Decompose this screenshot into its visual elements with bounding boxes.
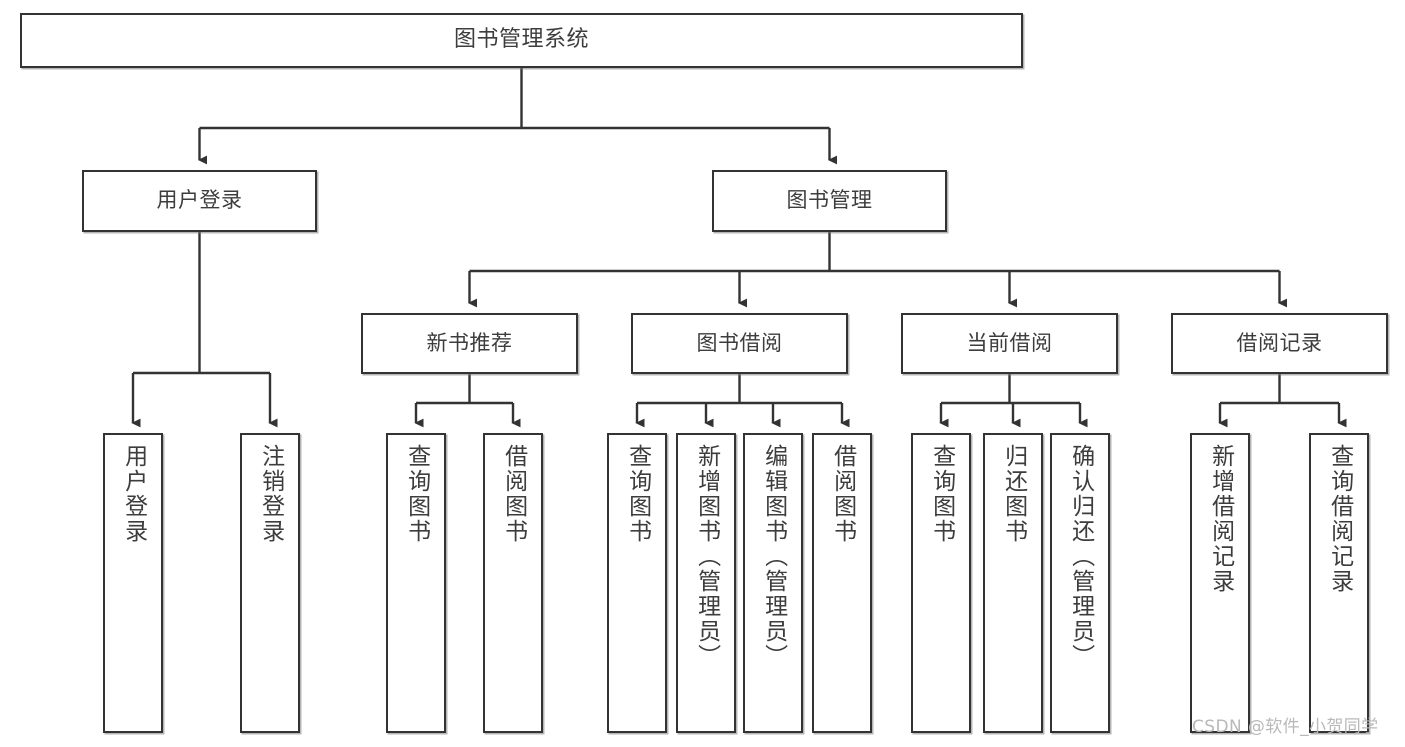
node-leaf-edit-book-admin[interactable]: 编辑图书（管理员） bbox=[743, 433, 803, 733]
node-leaf-return-book-label: 归还图书 bbox=[1000, 444, 1027, 544]
node-leaf-query-book-borrow[interactable]: 查询图书 bbox=[607, 433, 667, 733]
node-leaf-add-book-admin[interactable]: 新增图书（管理员） bbox=[676, 433, 736, 733]
node-leaf-query-book-recommend[interactable]: 查询图书 bbox=[386, 433, 446, 733]
node-book-borrow[interactable]: 图书借阅 bbox=[631, 313, 848, 374]
node-leaf-add-borrow-record-label: 新增借阅记录 bbox=[1207, 444, 1234, 594]
node-leaf-query-borrow-record[interactable]: 查询借阅记录 bbox=[1309, 433, 1369, 733]
node-leaf-borrow-book-label: 借阅图书 bbox=[829, 444, 856, 544]
node-leaf-borrow-book[interactable]: 借阅图书 bbox=[812, 433, 872, 733]
node-book-management[interactable]: 图书管理 bbox=[712, 170, 947, 232]
node-leaf-confirm-return-admin[interactable]: 确认归还（管理员） bbox=[1050, 433, 1110, 733]
node-leaf-borrow-book-recommend[interactable]: 借阅图书 bbox=[483, 433, 543, 733]
node-leaf-add-book-admin-label: 新增图书（管理员） bbox=[693, 444, 720, 669]
node-new-book-recommend[interactable]: 新书推荐 bbox=[361, 313, 578, 374]
node-leaf-borrow-book-recommend-label: 借阅图书 bbox=[500, 444, 527, 544]
node-leaf-edit-book-admin-label: 编辑图书（管理员） bbox=[760, 444, 787, 669]
node-leaf-confirm-return-admin-label: 确认归还（管理员） bbox=[1067, 444, 1094, 669]
node-leaf-query-book-borrow-label: 查询图书 bbox=[624, 444, 651, 544]
watermark: CSDN @软件_小贺同学 bbox=[1192, 717, 1379, 737]
node-leaf-query-borrow-record-label: 查询借阅记录 bbox=[1326, 444, 1353, 594]
node-leaf-add-borrow-record[interactable]: 新增借阅记录 bbox=[1190, 433, 1250, 733]
node-user-login-label: 用户登录 bbox=[156, 188, 243, 213]
node-current-borrow[interactable]: 当前借阅 bbox=[901, 313, 1118, 374]
node-borrow-record[interactable]: 借阅记录 bbox=[1171, 313, 1388, 374]
node-book-management-label: 图书管理 bbox=[786, 188, 873, 213]
node-leaf-user-login[interactable]: 用户登录 bbox=[103, 433, 163, 733]
node-leaf-return-book[interactable]: 归还图书 bbox=[983, 433, 1043, 733]
node-user-login[interactable]: 用户登录 bbox=[82, 170, 317, 232]
node-leaf-query-book-recommend-label: 查询图书 bbox=[403, 444, 430, 544]
node-root-label: 图书管理系统 bbox=[453, 27, 589, 53]
node-current-borrow-label: 当前借阅 bbox=[966, 330, 1053, 355]
node-leaf-logout-login-label: 注销登录 bbox=[257, 444, 284, 544]
node-book-borrow-label: 图书借阅 bbox=[696, 330, 783, 355]
node-borrow-record-label: 借阅记录 bbox=[1236, 330, 1323, 355]
node-leaf-user-login-label: 用户登录 bbox=[120, 444, 147, 544]
node-leaf-logout-login[interactable]: 注销登录 bbox=[240, 433, 300, 733]
node-root[interactable]: 图书管理系统 bbox=[20, 13, 1023, 68]
node-new-book-recommend-label: 新书推荐 bbox=[426, 330, 513, 355]
node-leaf-query-book-current[interactable]: 查询图书 bbox=[911, 433, 971, 733]
node-leaf-query-book-current-label: 查询图书 bbox=[928, 444, 955, 544]
